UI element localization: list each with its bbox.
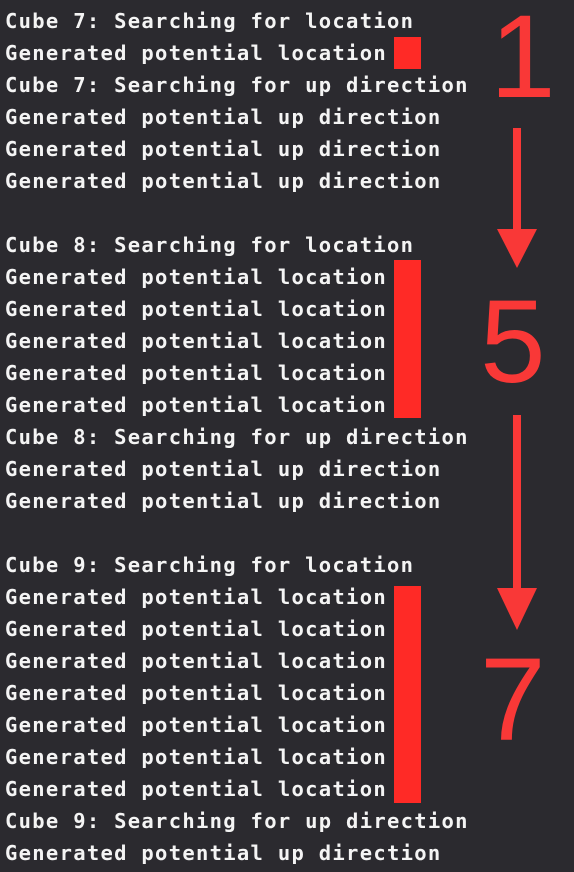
log-line: Generated potential location [5, 649, 387, 673]
highlight-bar-cube9 [394, 586, 421, 803]
log-line: Generated potential location [5, 585, 387, 609]
log-line: Cube 7: Searching for location [5, 9, 415, 33]
log-line: Generated potential up direction [5, 489, 442, 513]
arrow-down-icon [497, 415, 537, 630]
highlight-bar-cube7 [394, 37, 421, 69]
count-label-cube9: 7 [480, 634, 546, 766]
arrow-down-icon [497, 128, 537, 268]
log-line: Generated potential up direction [5, 137, 442, 161]
count-label-cube7: 1 [490, 0, 556, 123]
log-line: Cube 9: Searching for location [5, 553, 415, 577]
log-line: Generated potential location [5, 745, 387, 769]
log-line: Generated potential location [5, 297, 387, 321]
log-line: Cube 9: Searching for up direction [5, 809, 469, 833]
log-line: Generated potential up direction [5, 841, 442, 865]
log-line: Generated potential location [5, 777, 387, 801]
log-line: Generated potential location [5, 361, 387, 385]
log-line: Cube 8: Searching for up direction [5, 425, 469, 449]
highlight-bar-cube8 [394, 260, 421, 418]
log-line: Generated potential location [5, 329, 387, 353]
log-line: Generated potential up direction [5, 169, 442, 193]
log-line: Generated potential location [5, 713, 387, 737]
log-line: Cube 8: Searching for location [5, 233, 415, 257]
log-line: Generated potential location [5, 393, 387, 417]
log-line: Generated potential location [5, 617, 387, 641]
log-line: Generated potential up direction [5, 105, 442, 129]
count-label-cube8: 5 [480, 276, 546, 408]
log-line: Generated potential location [5, 265, 387, 289]
log-line: Generated potential location [5, 681, 387, 705]
log-line: Generated potential up direction [5, 457, 442, 481]
log-line: Cube 7: Searching for up direction [5, 73, 469, 97]
log-line: Generated potential location [5, 41, 387, 65]
